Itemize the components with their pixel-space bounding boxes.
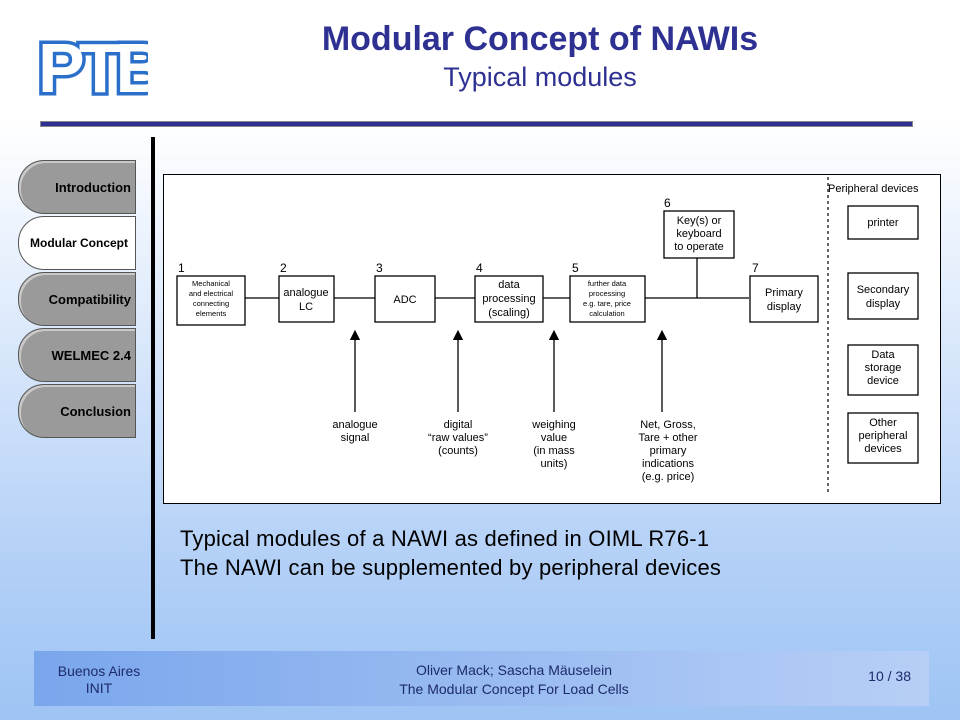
nav-tab-welmec[interactable]: WELMEC 2.4: [18, 328, 136, 382]
module-4-label: data: [498, 279, 520, 291]
nav-label: Modular Concept: [30, 236, 128, 250]
peripheral-other: Other: [869, 417, 897, 429]
module-3-label: ADC: [393, 294, 416, 306]
module-1-number: 1: [178, 261, 185, 275]
signal-digital-label: “raw values”: [428, 432, 488, 444]
module-6-label: to operate: [674, 241, 724, 253]
signal-analogue-label: analogue: [332, 419, 377, 431]
footer-location-line-2: INIT: [85, 680, 113, 696]
ptb-logo: PTB: [35, 26, 173, 111]
module-5-label: e.g. tare, price: [583, 299, 631, 308]
sidebar-divider: [151, 137, 155, 639]
slide-footer: Buenos Aires INIT Oliver Mack; Sascha Mä…: [34, 651, 929, 706]
signal-net-label: (e.g. price): [642, 471, 695, 483]
module-4-label: (scaling): [488, 307, 530, 319]
module-6-number: 6: [664, 196, 671, 210]
module-4-number: 4: [476, 261, 483, 275]
signal-analogue-label: signal: [341, 432, 370, 444]
nav-tab-introduction[interactable]: Introduction: [18, 160, 136, 214]
module-2-number: 2: [280, 261, 287, 275]
module-1-label: and electrical: [189, 289, 234, 298]
module-5-label: further data: [588, 279, 627, 288]
module-5-number: 5: [572, 261, 579, 275]
page-number: 10 / 38: [868, 668, 911, 684]
nav-label: Introduction: [55, 179, 131, 195]
title-divider: [40, 121, 913, 127]
module-1-label: elements: [196, 309, 227, 318]
signal-net-label: Tare + other: [638, 432, 697, 444]
module-7-label: display: [767, 301, 802, 313]
caption-line-2: The NAWI can be supplemented by peripher…: [180, 555, 722, 580]
module-4-label: processing: [482, 293, 535, 305]
slide-title: Modular Concept of NAWIs Typical modules: [230, 18, 850, 94]
footer-location: Buenos Aires INIT: [34, 663, 164, 697]
nav-label: WELMEC 2.4: [51, 347, 131, 363]
module-7-label: Primary: [765, 287, 803, 299]
signal-weighing-label: units): [541, 458, 568, 470]
signal-digital-label: digital: [444, 419, 473, 431]
slide-caption: Typical modules of a NAWI as defined in …: [180, 524, 721, 582]
module-5-label: processing: [589, 289, 625, 298]
nav-tab-compatibility[interactable]: Compatibility: [18, 272, 136, 326]
footer-author-names: Oliver Mack; Sascha Mäuselein: [415, 662, 613, 678]
footer-authors: Oliver Mack; Sascha Mäuselein The Modula…: [364, 661, 664, 699]
module-6-label: keyboard: [676, 228, 721, 240]
module-6-label: Key(s) or: [677, 215, 722, 227]
peripheral-heading: Peripheral devices: [828, 183, 919, 195]
peripheral-storage: storage: [865, 362, 902, 374]
signal-weighing-label: weighing: [531, 419, 575, 431]
signal-weighing-label: value: [541, 432, 567, 444]
nawi-module-diagram: 1 2 3 4 5 6 7 Mechanical and electrical …: [163, 174, 941, 504]
peripheral-storage: device: [867, 375, 899, 387]
peripheral-printer: printer: [867, 217, 899, 229]
signal-weighing-label: (in mass: [533, 445, 575, 457]
signal-net-label: Net, Gross,: [640, 419, 696, 431]
footer-location-line-1: Buenos Aires: [57, 663, 141, 679]
signal-digital-label: (counts): [438, 445, 478, 457]
module-7-number: 7: [752, 261, 759, 275]
svg-text:PTB: PTB: [38, 30, 148, 102]
nav-label: Conclusion: [60, 403, 131, 419]
nav-tab-conclusion[interactable]: Conclusion: [18, 384, 136, 438]
nav-label: Compatibility: [48, 291, 131, 307]
signal-net-label: indications: [642, 458, 694, 470]
peripheral-other: devices: [864, 443, 902, 455]
peripheral-secondary: Secondary: [857, 284, 910, 296]
footer-talk-title: The Modular Concept For Load Cells: [399, 681, 629, 697]
caption-line-1: Typical modules of a NAWI as defined in …: [180, 526, 710, 551]
peripheral-storage: Data: [871, 349, 895, 361]
module-3-number: 3: [376, 261, 383, 275]
peripheral-secondary: display: [866, 298, 901, 310]
peripheral-other: peripheral: [859, 430, 908, 442]
module-1-label: Mechanical: [192, 279, 230, 288]
module-5-label: calculation: [589, 309, 624, 318]
module-1-label: connecting: [193, 299, 229, 308]
signal-net-label: primary: [650, 445, 687, 457]
module-2-label: LC: [299, 301, 313, 313]
module-1: [176, 205, 919, 464]
title-main: Modular Concept of NAWIs: [321, 20, 759, 58]
module-2-label: analogue: [283, 287, 328, 299]
title-sub: Typical modules: [443, 62, 637, 92]
nav-tab-modular-concept[interactable]: Modular Concept: [18, 216, 136, 270]
